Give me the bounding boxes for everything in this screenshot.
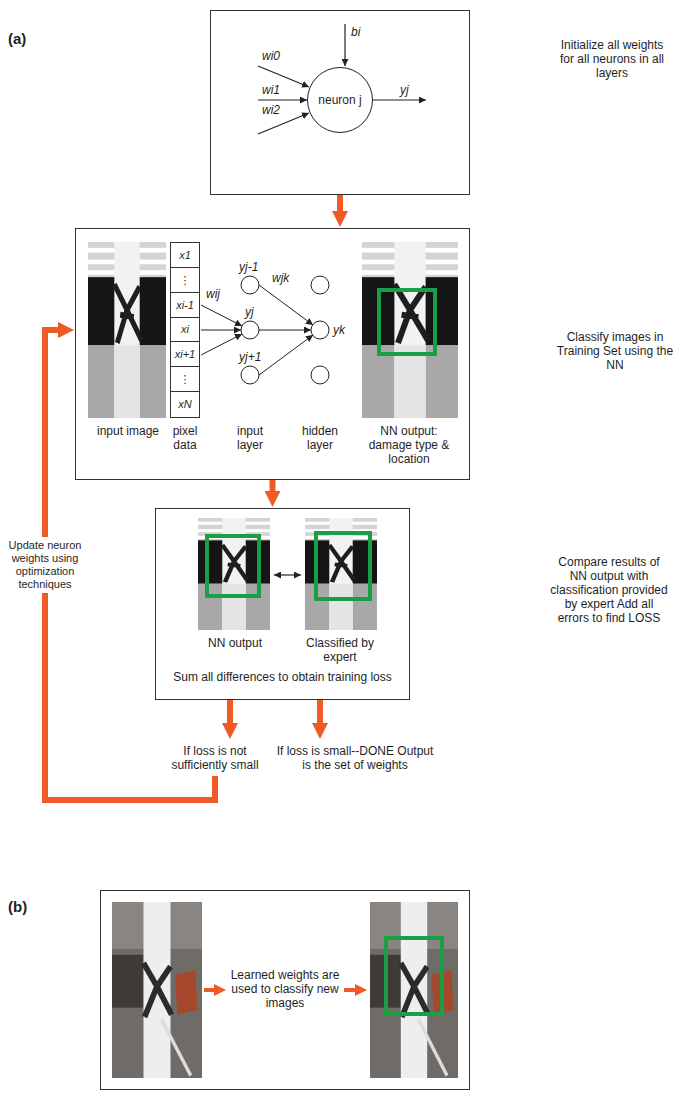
weight-symbol: wij bbox=[206, 288, 230, 300]
compare-arrow bbox=[274, 574, 301, 575]
step-note: Classify images in Training Set using th… bbox=[556, 330, 674, 372]
neuron-circle: neuron j bbox=[307, 67, 373, 133]
input-photo bbox=[88, 242, 166, 418]
damage-box bbox=[379, 290, 435, 354]
neuron-label: neuron j bbox=[318, 93, 362, 107]
layer-caption: input layer bbox=[228, 424, 272, 452]
image-caption: NN output bbox=[195, 636, 275, 650]
comparison-panel: NN output Classified by expertSum all dif… bbox=[155, 508, 410, 700]
weight-symbol: wi2 bbox=[262, 104, 286, 116]
network-wires bbox=[201, 285, 313, 375]
image-caption: input image bbox=[88, 424, 168, 438]
hidden-neuron bbox=[311, 366, 329, 384]
step-note: Compare results of NN output with classi… bbox=[548, 555, 670, 625]
weight-wire bbox=[259, 330, 311, 331]
flow-arrow bbox=[227, 700, 233, 723]
damage-box bbox=[207, 536, 259, 596]
pixel-value: xi+1 bbox=[171, 342, 199, 367]
output-symbol: yj bbox=[245, 306, 261, 318]
weight-wire bbox=[201, 334, 242, 355]
weight-wire bbox=[259, 335, 313, 375]
inference-panel: Learned weights are used to classify new… bbox=[100, 890, 470, 1090]
image-caption: Classified by expert bbox=[301, 636, 379, 664]
input-neuron bbox=[241, 321, 259, 339]
output-wire bbox=[373, 99, 426, 100]
weight-symbol: wi0 bbox=[262, 50, 286, 62]
neuron-panel: wi0 wi1 wi2 bi yj neuron j bbox=[210, 10, 470, 195]
hidden-neuron bbox=[311, 321, 329, 339]
process-note: Learned weights are used to classify new… bbox=[230, 968, 340, 1010]
loop-note: Update neuron weights using optimization… bbox=[4, 537, 86, 593]
damage-box bbox=[386, 938, 442, 1014]
pixel-column: x1⋮xi-1xixi+1⋮xN bbox=[170, 242, 200, 418]
pixel-value: xi bbox=[171, 318, 199, 343]
classified-photo bbox=[370, 902, 458, 1078]
bias-symbol: bi bbox=[351, 26, 371, 38]
process-arrow bbox=[344, 988, 355, 992]
neuron-wires bbox=[258, 24, 426, 134]
hidden-neuron bbox=[311, 276, 329, 294]
input-neuron bbox=[241, 276, 259, 294]
panel-letter: (a) bbox=[8, 30, 48, 48]
panel-letter: (b) bbox=[8, 898, 48, 916]
weight-wire bbox=[259, 285, 313, 325]
output-symbol: yj+1 bbox=[239, 351, 265, 363]
pixel-value: ⋮ bbox=[171, 367, 199, 392]
step-note: Initialize all weights for all neurons i… bbox=[552, 38, 672, 80]
input-wire bbox=[258, 99, 307, 100]
output-symbol: yk bbox=[333, 324, 351, 336]
expert-photo bbox=[305, 518, 377, 630]
input-neuron bbox=[241, 366, 259, 384]
weight-wire bbox=[201, 330, 241, 331]
layer-caption: hidden layer bbox=[296, 424, 344, 452]
weight-wire bbox=[201, 305, 242, 326]
weight-symbol: wi1 bbox=[262, 84, 286, 96]
pixel-value: xN bbox=[171, 392, 199, 417]
output-symbol: yj bbox=[400, 84, 424, 96]
panel-caption: Sum all differences to obtain training l… bbox=[158, 670, 407, 684]
weight-symbol: wjk bbox=[272, 272, 296, 284]
training-panel: input imagepixel data wij yj-1 yj yj+1 wjk yk i… bbox=[75, 228, 470, 480]
pixel-value: xi-1 bbox=[171, 293, 199, 318]
image-caption: pixel data bbox=[168, 424, 202, 452]
loss-condition: If loss is not sufficiently small bbox=[163, 740, 267, 776]
layer-neurons bbox=[241, 276, 329, 384]
output-symbol: yj-1 bbox=[239, 261, 265, 273]
input-wire bbox=[258, 113, 309, 134]
pixel-value: ⋮ bbox=[171, 268, 199, 293]
condition-text: If loss is small--DONE Output is the set… bbox=[274, 744, 436, 772]
process-arrow bbox=[204, 988, 214, 992]
loss-condition: If loss is small--DONE Output is the set… bbox=[272, 740, 438, 776]
flow-arrow bbox=[270, 480, 276, 491]
output-photo bbox=[362, 242, 458, 418]
image-caption: NN output: damage type & location bbox=[359, 424, 459, 466]
condition-text: If loss is not sufficiently small bbox=[165, 744, 265, 772]
bias-wire bbox=[344, 24, 345, 66]
flow-arrow bbox=[317, 700, 323, 723]
pixel-value: x1 bbox=[171, 243, 199, 268]
flow-arrow bbox=[337, 195, 343, 211]
damage-box bbox=[316, 533, 370, 599]
nn-output-photo bbox=[198, 518, 270, 630]
new-photo bbox=[112, 902, 202, 1078]
